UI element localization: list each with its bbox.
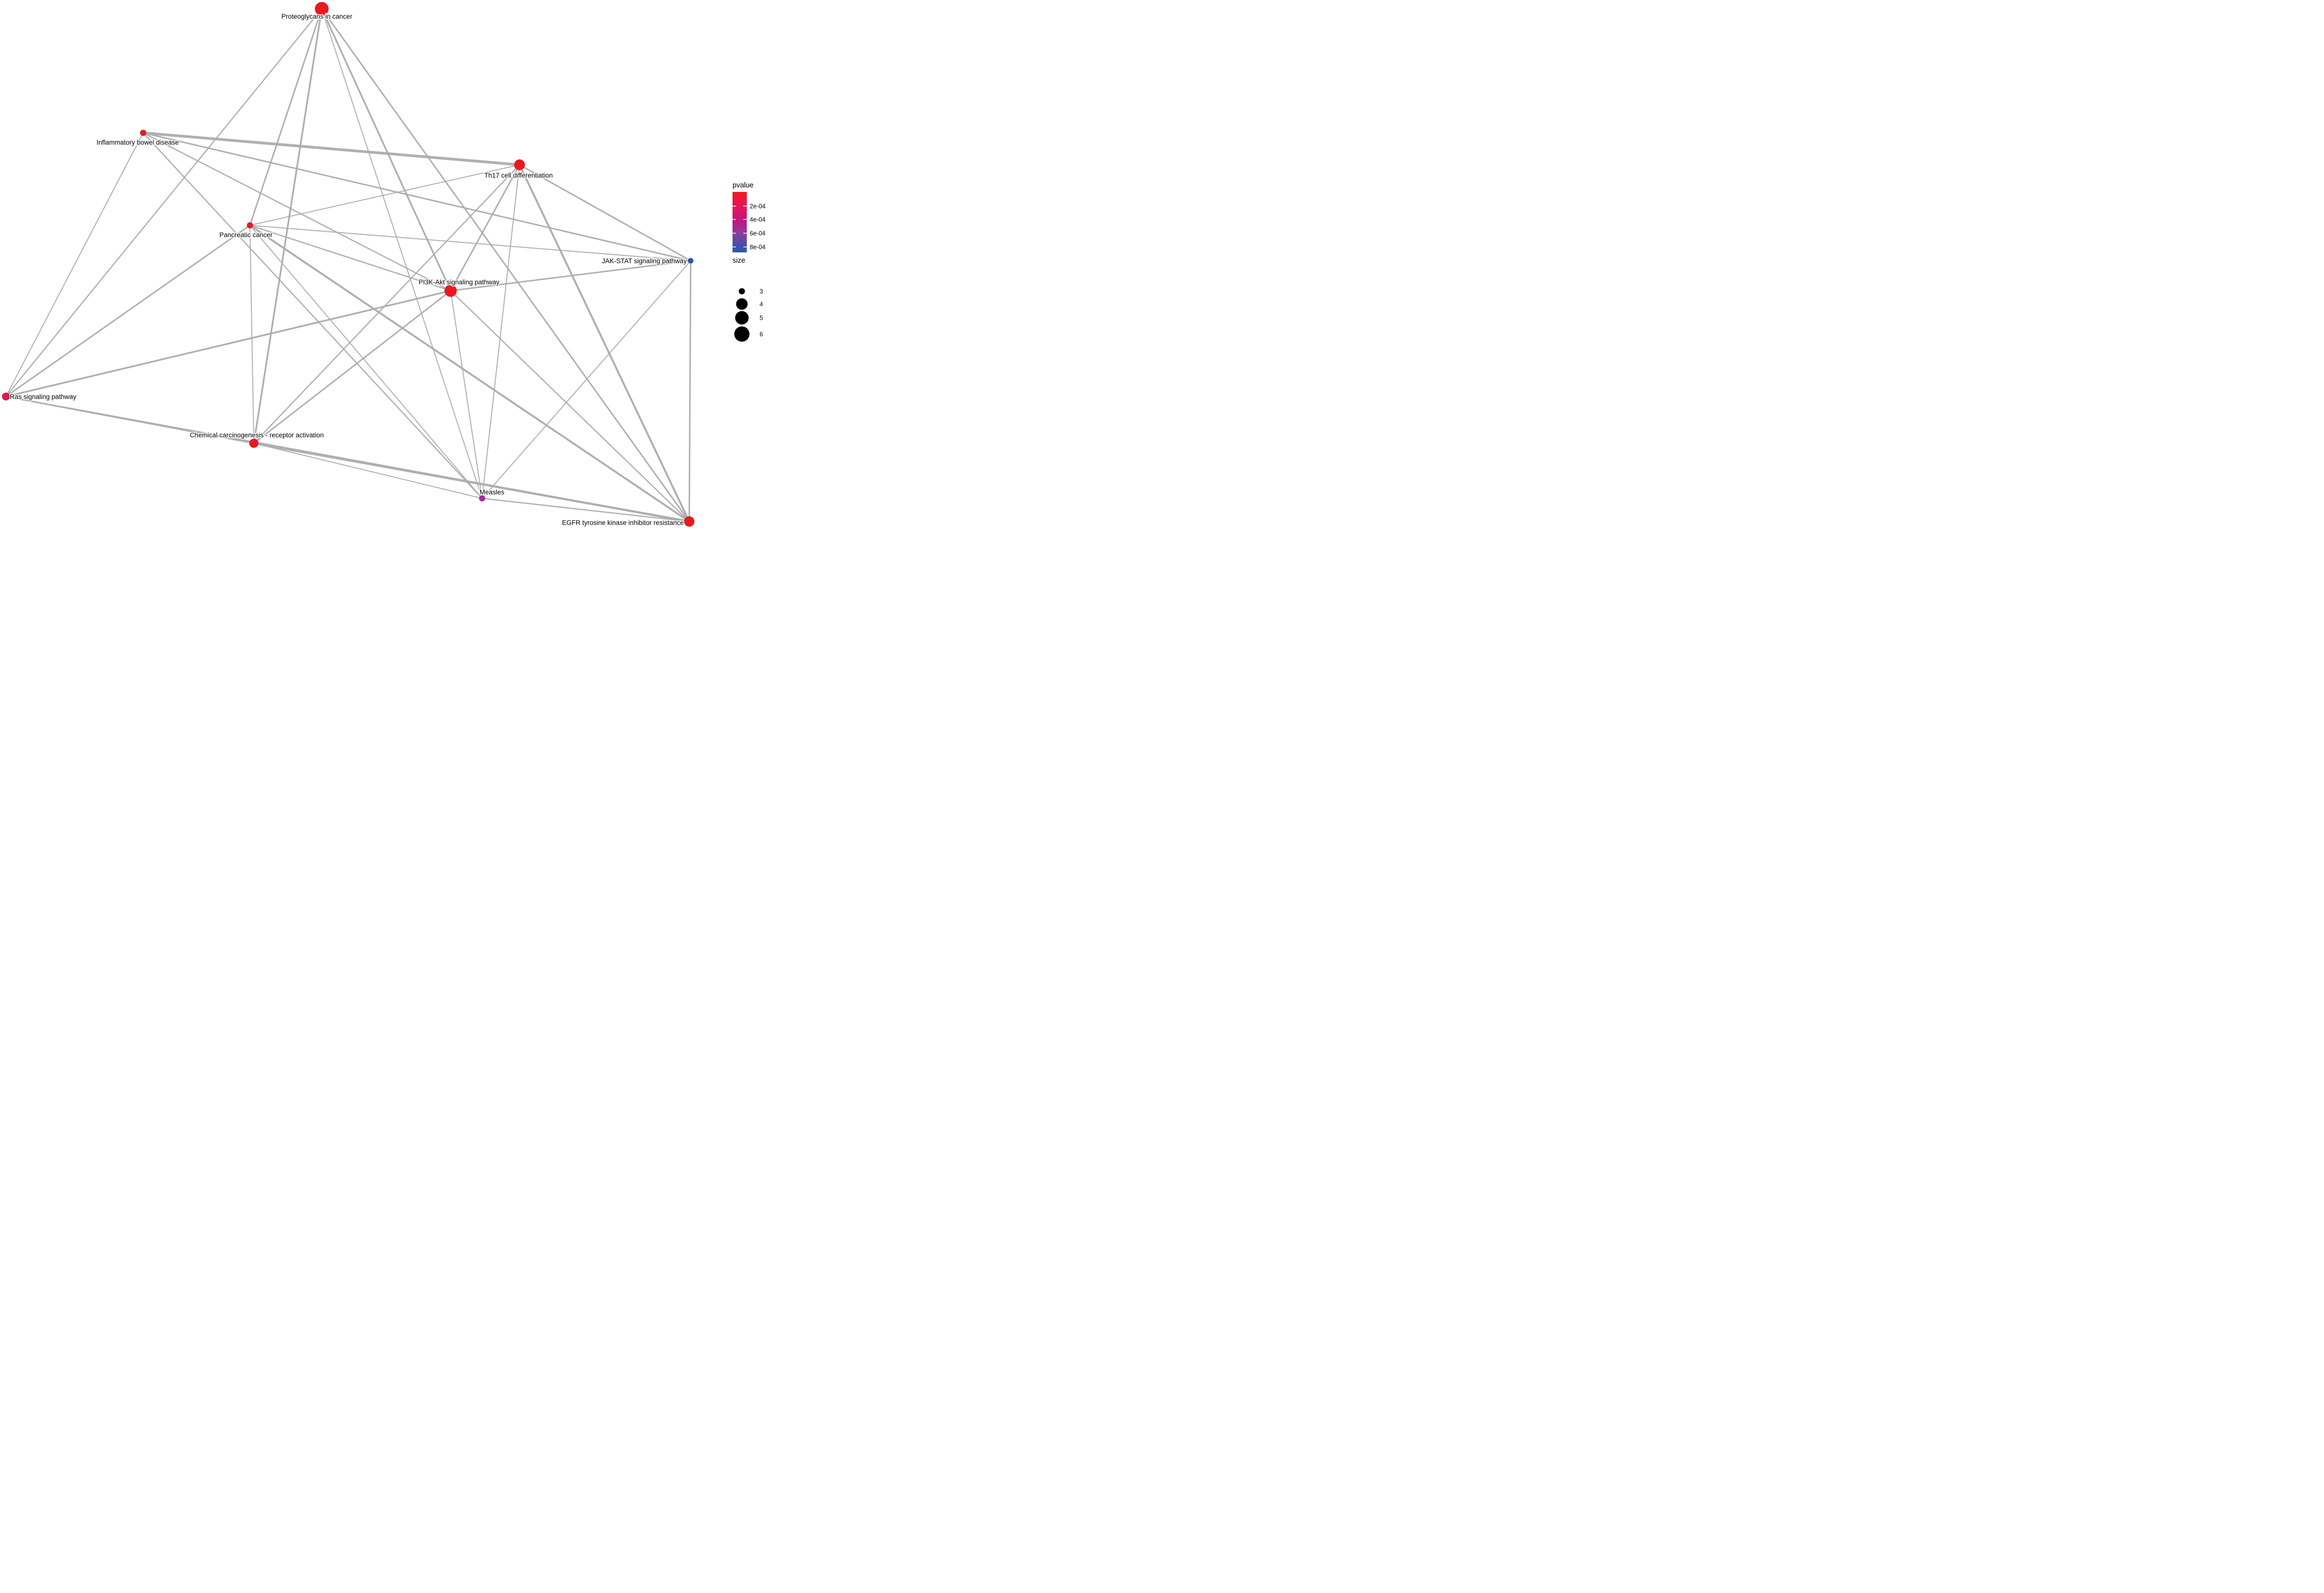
node-label-chemcarc: Chemical carcinogenesis - receptor activ… <box>190 431 324 439</box>
edge-proteoglycans-ras <box>5 8 323 398</box>
node-egfr <box>684 516 695 527</box>
node-jakstat <box>688 258 694 264</box>
node-label-egfr: EGFR tyrosine kinase inhibitor resistanc… <box>562 519 684 526</box>
edge-jakstat-pi3kakt <box>450 260 692 292</box>
node-label-th17: Th17 cell differentiation <box>484 172 552 179</box>
node-label-measles: Measles <box>480 489 505 496</box>
edge-proteoglycans-chemcarc <box>253 8 323 444</box>
size-legend-label-6: 6 <box>760 331 763 338</box>
edge-pancreatic-ras <box>5 224 251 398</box>
node-pi3kakt <box>444 284 457 297</box>
edge-th17-measles <box>482 164 520 499</box>
size-legend-label-4: 4 <box>760 301 763 308</box>
edge-jakstat-egfr <box>688 260 692 522</box>
pvalue-tick-label-3: 8e-04 <box>750 244 765 251</box>
edge-ibd-jakstat <box>142 132 692 262</box>
size-legend-circle-4 <box>736 298 748 310</box>
edge-th17-jakstat <box>519 164 692 262</box>
edge-pi3kakt-egfr <box>450 290 690 522</box>
node-proteoglycans <box>315 2 329 16</box>
edge-ibd-ras <box>5 132 144 397</box>
pvalue-colorbar <box>733 192 747 252</box>
edge-ibd-measles <box>142 132 483 499</box>
node-label-pancreatic: Pancreatic cancer <box>219 231 273 239</box>
edge-th17-pi3kakt <box>450 164 520 292</box>
node-label-pi3kakt: PI3K-Akt signaling pathway <box>419 278 500 286</box>
edge-pi3kakt-chemcarc <box>253 290 452 444</box>
node-chemcarc <box>249 438 259 448</box>
edge-th17-chemcarc <box>253 164 520 444</box>
node-label-proteoglycans: Proteoglycans in cancer <box>281 13 353 20</box>
edge-pancreatic-jakstat <box>249 225 691 261</box>
size-legend-title: size <box>733 257 745 265</box>
edge-ibd-pi3kakt <box>142 132 452 292</box>
edge-pancreatic-pi3kakt <box>249 224 452 292</box>
edge-pi3kakt-measles <box>450 290 483 499</box>
pvalue-legend-title: pvalue <box>733 182 754 189</box>
size-legend-circle-5 <box>735 311 749 325</box>
edges-layer <box>5 8 692 523</box>
edge-proteoglycans-measles <box>321 8 483 499</box>
node-pancreatic <box>246 222 253 229</box>
node-ibd <box>140 129 147 136</box>
edge-chemcarc-egfr <box>252 442 691 523</box>
node-label-jakstat: JAK-STAT signaling pathway <box>602 257 687 265</box>
edge-pancreatic-chemcarc <box>249 225 254 444</box>
edge-ibd-th17 <box>142 131 521 166</box>
edge-proteoglycans-pi3kakt <box>321 8 452 292</box>
pvalue-tick-label-1: 4e-04 <box>750 216 765 223</box>
edge-proteoglycans-egfr <box>321 8 690 522</box>
edge-th17-pancreatic <box>249 164 520 226</box>
edge-jakstat-measles <box>482 260 691 499</box>
edge-chemcarc-measles <box>253 443 483 499</box>
node-th17 <box>514 159 525 170</box>
pvalue-tick-label-2: 6e-04 <box>750 230 765 237</box>
edge-measles-egfr <box>481 497 690 522</box>
edge-pancreatic-measles <box>249 225 483 499</box>
edge-pancreatic-egfr <box>249 224 690 522</box>
pvalue-tick-label-0: 2e-04 <box>750 203 765 210</box>
node-measles <box>479 495 486 502</box>
nodes-layer <box>2 2 695 527</box>
size-legend-label-5: 5 <box>760 315 763 322</box>
edge-pi3kakt-ras <box>5 290 452 398</box>
node-label-ibd: Inflammatory bowel disease <box>96 139 179 146</box>
node-ras <box>2 393 10 400</box>
edge-proteoglycans-pancreatic <box>249 8 323 226</box>
edge-th17-egfr <box>519 164 690 522</box>
size-legend-circle-6 <box>734 326 750 342</box>
node-label-ras: Ras signaling pathway <box>10 393 76 400</box>
size-legend-circle-3 <box>738 288 745 295</box>
legend-layer: pvalue 2e-04 4e-04 6e-04 8e-04 size 3 4 5 6 <box>733 182 765 342</box>
size-legend-label-3: 3 <box>760 288 763 295</box>
